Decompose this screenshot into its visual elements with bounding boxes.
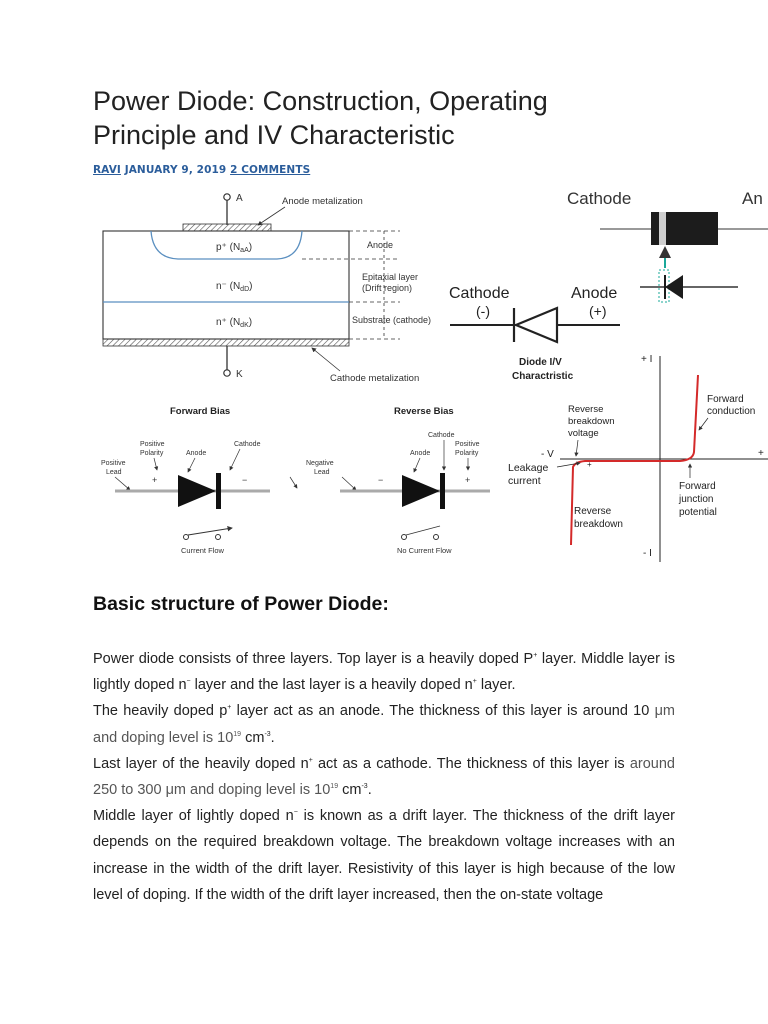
forward-diode-icon (178, 475, 216, 507)
bias-diagrams: Forward Bias Reverse Bias Positive Polar… (101, 406, 490, 555)
svg-text:potential: potential (679, 507, 717, 518)
svg-text:voltage: voltage (568, 428, 599, 439)
svg-text:−: − (242, 475, 247, 485)
terminal-a-label: A (236, 193, 243, 204)
svg-text:Diode I/V: Diode I/V (519, 357, 562, 368)
svg-text:Reverse: Reverse (574, 506, 612, 517)
svg-text:p⁺ (NaA): p⁺ (NaA) (216, 242, 252, 254)
svg-text:Current Flow: Current Flow (181, 546, 225, 555)
svg-text:Polarity: Polarity (455, 450, 479, 457)
svg-text:Positive: Positive (140, 441, 165, 448)
author-link[interactable]: RAVI (93, 164, 121, 176)
svg-text:Forward: Forward (707, 394, 744, 405)
anode-metalization-label: Anode metalization (282, 196, 363, 207)
diode-symbol-icon (513, 306, 559, 344)
svg-text:Cathode: Cathode (428, 432, 455, 439)
reverse-diode-icon (402, 475, 440, 507)
svg-text:+: + (758, 448, 764, 459)
svg-text:−: − (378, 475, 383, 485)
terminal-k-icon (223, 369, 231, 377)
svg-text:Anode: Anode (571, 285, 617, 302)
terminal-k-label: K (236, 369, 243, 380)
svg-text:Negative: Negative (306, 460, 334, 467)
cathode-metalization-plate (102, 338, 350, 347)
package-anode-label: An (742, 189, 763, 208)
svg-text:No Current Flow: No Current Flow (397, 546, 452, 555)
switch-closed-icon (187, 526, 233, 536)
svg-text:breakdown: breakdown (574, 519, 623, 530)
anode-metalization-plate (182, 223, 272, 232)
article-body: Power diode consists of three layers. To… (93, 646, 675, 908)
svg-text:Polarity: Polarity (140, 450, 164, 457)
terminal-a-icon (223, 193, 231, 201)
svg-text:Positive: Positive (101, 460, 126, 467)
iv-curve (570, 374, 699, 546)
svg-text:conduction: conduction (707, 406, 755, 417)
svg-text:+: + (152, 475, 157, 485)
svg-text:Lead: Lead (314, 469, 330, 476)
reverse-bias-title: Reverse Bias (394, 406, 454, 417)
diode-symbol-diagram: Cathode (-) Anode (+) (449, 285, 620, 344)
svg-text:Cathode: Cathode (449, 285, 510, 302)
section-heading: Basic structure of Power Diode: (93, 593, 389, 615)
svg-text:Epitaxial layer: Epitaxial layer (362, 272, 418, 282)
svg-text:- I: - I (643, 548, 652, 559)
svg-text:n⁺ (NdK): n⁺ (NdK) (216, 317, 252, 329)
cross-section-diagram: A Anode metalization p⁺ (NaA) n⁻ (NdD) n… (102, 193, 431, 384)
svg-text:Lead: Lead (106, 469, 122, 476)
byline: RAVI JANUARY 9, 2019 2 COMMENTS (93, 164, 310, 176)
svg-text:+: + (587, 460, 592, 469)
p-well-boundary (150, 230, 303, 260)
cathode-metalization-label: Cathode metalization (330, 373, 419, 384)
svg-text:+ I: + I (641, 354, 652, 365)
svg-text:Anode: Anode (186, 450, 206, 457)
paragraph-drift-layer: Middle layer of lightly doped n− is know… (93, 808, 676, 903)
svg-text:Positive: Positive (455, 441, 480, 448)
power-diode-figure: A Anode metalization p⁺ (NaA) n⁻ (NdD) n… (101, 189, 768, 562)
svg-text:Forward: Forward (679, 481, 716, 492)
package-cathode-label: Cathode (567, 189, 631, 208)
svg-text:junction: junction (678, 494, 713, 505)
comments-link[interactable]: 2 COMMENTS (230, 164, 311, 176)
package-diode-symbol-icon (665, 275, 683, 299)
svg-text:Anode: Anode (410, 450, 430, 457)
package-diode-diagram: Cathode An (567, 189, 768, 303)
svg-text:n⁻ (NdD): n⁻ (NdD) (216, 281, 252, 293)
cathode-band (659, 212, 666, 245)
forward-bias-title: Forward Bias (170, 406, 230, 417)
svg-text:Charactristic: Charactristic (512, 371, 574, 382)
svg-text:Leakage: Leakage (508, 462, 548, 474)
svg-text:+: + (465, 475, 470, 485)
svg-text:(+): (+) (589, 303, 607, 319)
paragraph-anode: The heavily doped p+ layer act as an ano… (93, 703, 676, 746)
svg-text:breakdown: breakdown (568, 416, 614, 427)
svg-text:Cathode: Cathode (234, 441, 261, 448)
iv-characteristic-diagram: Diode I/V Charactristic + I - I - V + Re… (508, 354, 768, 562)
post-date: JANUARY 9, 2019 (124, 164, 227, 176)
svg-text:current: current (508, 475, 541, 487)
article-title: Power Diode: Construction, Operating Pri… (93, 86, 548, 150)
side-anode-label: Anode (367, 240, 393, 250)
paragraph-cathode: Last layer of the heavily doped n+ act a… (93, 755, 675, 799)
svg-text:(-): (-) (476, 303, 490, 319)
svg-text:(Drift region): (Drift region) (362, 283, 412, 293)
switch-open-icon (405, 525, 441, 536)
side-substrate-label: Substrate (cathode) (352, 315, 431, 325)
svg-text:- V: - V (541, 449, 554, 460)
paragraph-layers: Power diode consists of three layers. To… (93, 651, 676, 694)
svg-text:Reverse: Reverse (568, 404, 603, 415)
